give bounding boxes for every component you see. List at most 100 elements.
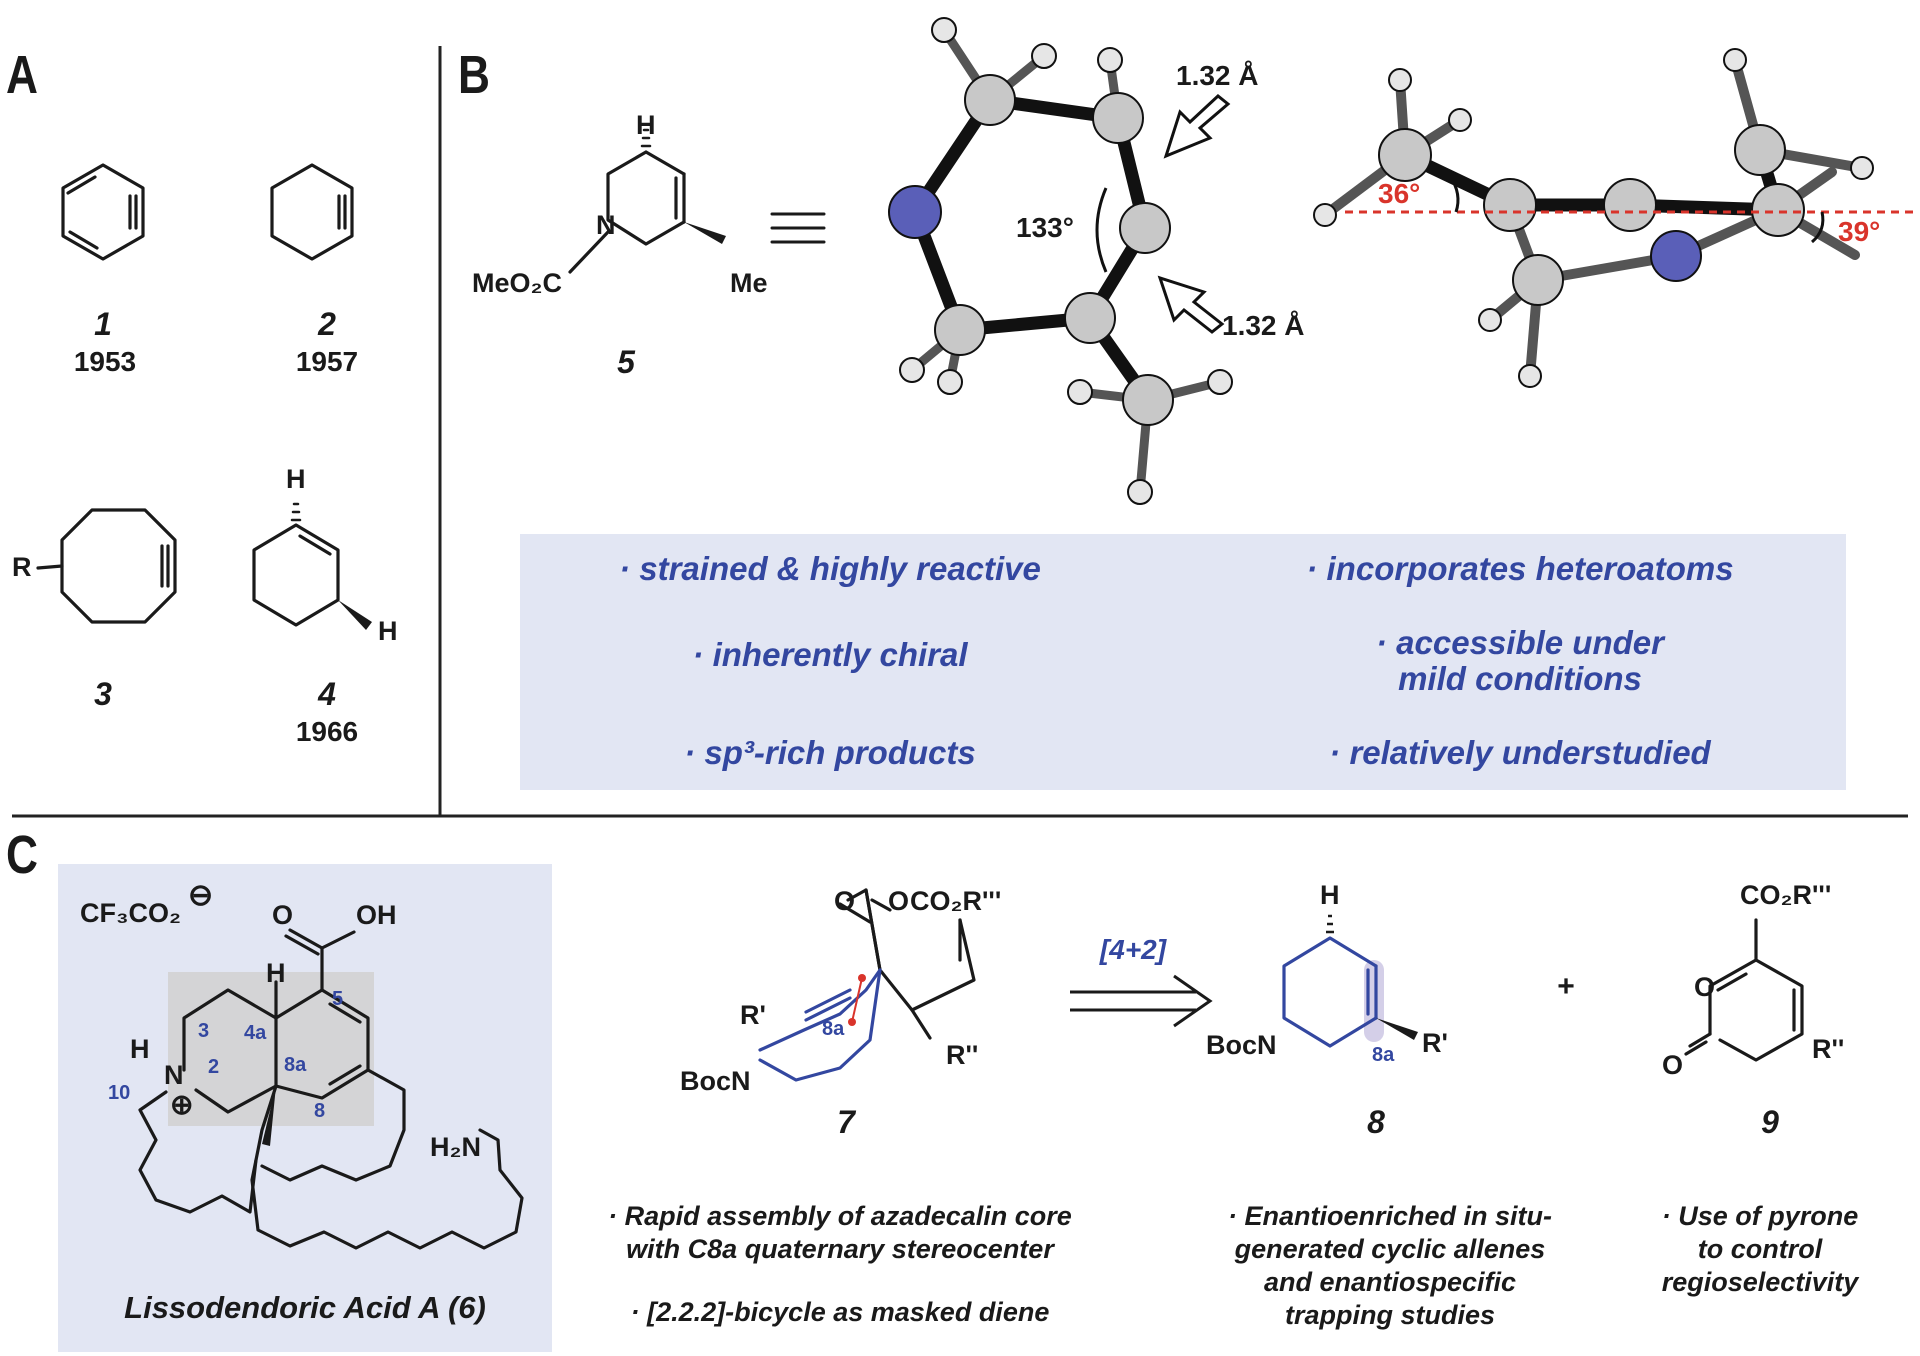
feature-mild-conditions-line1: · accessible under	[1376, 624, 1664, 661]
locant-5: 5	[332, 988, 344, 1010]
locant-8: 8	[314, 1100, 326, 1122]
bond-dot-2	[848, 1018, 856, 1026]
methyl-group-5: Me	[730, 268, 768, 298]
compound-9-number: 9	[1761, 1104, 1779, 1140]
dihedral-angle-left: 36°	[1378, 178, 1421, 209]
panel-letter-a: A	[6, 45, 38, 105]
locant-8a-compound8: 8a	[1372, 1044, 1395, 1066]
compound-4-number: 4	[318, 676, 336, 712]
locant-2: 2	[208, 1056, 220, 1078]
compound-5-number: 5	[617, 344, 635, 380]
compound-8-number: 8	[1367, 1104, 1385, 1140]
compound-2-year: 1957	[295, 346, 359, 377]
bullet-masked-diene: · [2.2.2]-bicycle as masked diene	[630, 1297, 1050, 1327]
compound-7-number: 7	[837, 1104, 855, 1140]
retrosynthesis-arrow	[1070, 974, 1213, 1028]
o-atom-carbonyl-9: O	[1662, 1050, 1684, 1080]
wedge-bond-8a	[262, 1086, 276, 1146]
wedge-bond-4	[338, 600, 372, 630]
h-atom-4-top: H	[286, 464, 306, 494]
o-atom-7b: O	[888, 886, 910, 916]
compound-2-number: 2	[318, 306, 336, 342]
minus-charge: ⊖	[188, 879, 214, 912]
compound-3-number: 3	[94, 676, 112, 712]
panel-letter-c: C	[6, 825, 38, 885]
h-atom-5: H	[636, 110, 656, 140]
cyclooctyne-structure	[36, 508, 177, 624]
reaction-label: [4+2]	[1099, 934, 1167, 965]
feature-strained: · strained & highly reactive	[619, 550, 1041, 587]
compound-7-structure	[758, 888, 976, 1082]
h-atom-nitrogen: H	[130, 1034, 150, 1064]
o-atom-ring-9: O	[1694, 972, 1716, 1002]
compound-5-structure	[568, 150, 686, 274]
natural-product-name: Lissodendoric Acid A (6)	[124, 1290, 486, 1325]
hash-bond-4	[290, 502, 302, 522]
ester-group-7: CO₂R'''	[910, 886, 1002, 916]
wedge-bond-8	[1376, 1018, 1418, 1040]
bond-arrow-top	[1163, 94, 1231, 159]
bullet-pyrone-line3: regioselectivity	[1661, 1267, 1859, 1297]
boc-nitrogen-8: BocN	[1206, 1030, 1277, 1060]
r-group-8: R'	[1422, 1028, 1448, 1058]
bullet-enantioenriched-line3: and enantiospecific	[1263, 1267, 1517, 1297]
locant-4a: 4a	[244, 1022, 267, 1044]
feature-understudied: · relatively understudied	[1329, 734, 1711, 771]
counterion: CF₃CO₂	[80, 898, 181, 928]
ball-stick-model-side-view	[1313, 48, 1915, 388]
locant-10: 10	[108, 1082, 131, 1104]
h-atom-8: H	[1320, 880, 1340, 910]
n-atom-5: N	[596, 210, 616, 240]
h-atom-4a: H	[266, 958, 286, 988]
bullet-enantioenriched-line4: trapping studies	[1284, 1300, 1495, 1330]
compound-9-structure	[1684, 918, 1804, 1062]
hash-bond-8	[1326, 914, 1334, 934]
r-group-9: R''	[1812, 1034, 1845, 1064]
features-box	[520, 534, 1846, 790]
compound-1-year: 1953	[73, 346, 137, 377]
bond-dot-1	[858, 974, 866, 982]
feature-heteroatoms: · incorporates heteroatoms	[1306, 550, 1734, 587]
bond-angle: 133°	[1016, 212, 1074, 243]
amine-group: H₂N	[430, 1132, 481, 1162]
bond-length-top: 1.32 Å	[1176, 60, 1259, 91]
o-atom-7a: O	[834, 886, 856, 916]
equivalence-symbol	[770, 212, 826, 244]
locant-8a-compound7: 8a	[822, 1018, 845, 1040]
compound-8-structure	[1282, 936, 1384, 1048]
boc-nitrogen-7: BocN	[680, 1066, 751, 1096]
wedge-bond-5	[684, 222, 726, 244]
bullet-pyrone-line2: to control	[1697, 1234, 1823, 1264]
bullet-rapid-assembly-line2: with C8a quaternary stereocenter	[626, 1234, 1054, 1264]
feature-mild-conditions-line2: mild conditions	[1398, 660, 1642, 697]
bullet-pyrone-line1: · Use of pyrone	[1661, 1201, 1859, 1231]
compound-4-year: 1966	[295, 716, 359, 747]
r2-group-7: R''	[946, 1040, 979, 1070]
h-atom-4-bottom: H	[378, 616, 398, 646]
bullet-enantioenriched-line1: · Enantioenriched in situ-	[1227, 1201, 1552, 1231]
plus-sign: +	[1557, 970, 1575, 1003]
r-group-3: R	[12, 552, 32, 582]
r1-group-7: R'	[740, 1000, 766, 1030]
ester-group-9: CO₂R'''	[1740, 880, 1832, 910]
bullet-rapid-assembly-line1: · Rapid assembly of azadecalin core	[608, 1201, 1072, 1231]
panel-letter-b: B	[458, 45, 490, 105]
oh-group-acid: OH	[356, 900, 397, 930]
feature-chiral: · inherently chiral	[692, 636, 968, 673]
n-atom-piperidine: N	[164, 1060, 184, 1090]
bond-arrow-bottom	[1157, 275, 1225, 334]
ball-stick-model-top-view	[888, 17, 1233, 505]
cyclohexyne-structure	[270, 163, 354, 261]
benzyne-structure	[61, 163, 145, 261]
plus-charge: ⊕	[170, 1089, 194, 1120]
cyclic-allene-4-structure	[252, 523, 340, 627]
feature-sp3-rich: · sp³-rich products	[684, 734, 976, 771]
bond-length-bottom: 1.32 Å	[1222, 310, 1305, 341]
bullet-enantioenriched-line2: generated cyclic allenes	[1234, 1234, 1546, 1264]
lissodendoric-acid-structure	[138, 928, 524, 1250]
hash-bond-5	[640, 128, 652, 148]
ester-group-5: MeO₂C	[472, 268, 563, 298]
compound-1-number: 1	[94, 306, 112, 342]
locant-8a: 8a	[284, 1054, 307, 1076]
